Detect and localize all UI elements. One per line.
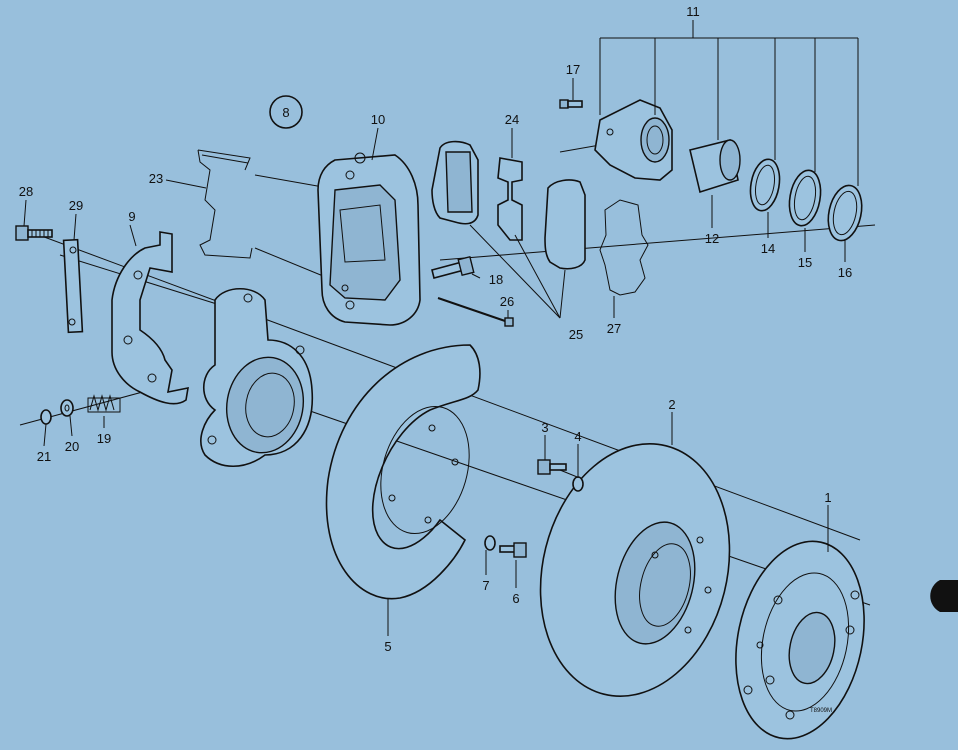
callout-6: 6 bbox=[512, 591, 519, 606]
shim-part-24 bbox=[497, 157, 523, 241]
callout-15: 15 bbox=[798, 255, 812, 270]
page-edge-tab bbox=[930, 580, 958, 612]
caliper-bracket-part-9 bbox=[111, 231, 189, 405]
dust-cover-part-16 bbox=[827, 184, 863, 242]
callout-7: 7 bbox=[482, 578, 489, 593]
callout-labels: 1 2 3 4 5 6 7 9 10 11 12 14 15 16 17 18 … bbox=[19, 4, 852, 654]
callout-27: 27 bbox=[607, 321, 621, 336]
leader-lines bbox=[23, 78, 846, 636]
ring-part-15 bbox=[788, 169, 822, 227]
callout-11-bracket bbox=[599, 20, 859, 186]
callout-23: 23 bbox=[149, 171, 163, 186]
spring-part-19 bbox=[87, 394, 121, 413]
artist-mark: T8909M bbox=[810, 708, 832, 714]
callout-19: 19 bbox=[97, 431, 111, 446]
bolt-part-3 bbox=[537, 459, 567, 475]
seal-part-14 bbox=[749, 158, 781, 212]
callout-24: 24 bbox=[505, 112, 519, 127]
anti-rattle-spring-part-23 bbox=[197, 149, 253, 259]
callout-16: 16 bbox=[838, 265, 852, 280]
callout-14: 14 bbox=[761, 241, 775, 256]
brake-disc-part-2 bbox=[539, 443, 731, 697]
callout-29: 29 bbox=[69, 198, 83, 213]
callout-21: 21 bbox=[37, 449, 51, 464]
washer-part-4 bbox=[572, 476, 584, 492]
shim-part-27 bbox=[599, 199, 649, 296]
figure-number-badge: 8 bbox=[269, 95, 303, 129]
callout-9: 9 bbox=[128, 209, 135, 224]
callout-28: 28 bbox=[19, 184, 33, 199]
clip-part-21 bbox=[40, 409, 52, 425]
callout-25: 25 bbox=[569, 327, 583, 342]
dust-shield-part-5 bbox=[325, 344, 481, 600]
figure-number: 8 bbox=[282, 105, 289, 120]
callout-12: 12 bbox=[705, 231, 719, 246]
bolt-part-6 bbox=[499, 542, 527, 558]
bolt-part-18 bbox=[431, 255, 475, 279]
callout-1: 1 bbox=[824, 490, 831, 505]
washer-part-7 bbox=[484, 535, 496, 551]
callout-11: 11 bbox=[686, 4, 700, 19]
steering-knuckle bbox=[200, 288, 314, 467]
washer-part-20 bbox=[60, 399, 74, 417]
callout-17: 17 bbox=[566, 62, 580, 77]
bolt-part-28 bbox=[15, 225, 53, 241]
callout-26: 26 bbox=[500, 294, 514, 309]
lock-plate-part-29 bbox=[62, 238, 84, 334]
piston-part-12 bbox=[689, 139, 741, 194]
cylinder-housing-part-11 bbox=[594, 99, 673, 181]
caliper-part-10 bbox=[317, 152, 421, 326]
bleed-screw-part-17 bbox=[559, 99, 583, 109]
brake-pad-inner bbox=[544, 179, 586, 270]
callout-4: 4 bbox=[574, 429, 581, 444]
callout-2: 2 bbox=[668, 397, 675, 412]
hub-flange-part-1 bbox=[735, 540, 865, 740]
callout-18: 18 bbox=[489, 272, 503, 287]
pin-part-26 bbox=[437, 297, 514, 327]
callout-3: 3 bbox=[541, 420, 548, 435]
brake-pad-outer bbox=[431, 140, 479, 225]
callout-20: 20 bbox=[65, 439, 79, 454]
callout-5: 5 bbox=[384, 639, 391, 654]
callout-10: 10 bbox=[371, 112, 385, 127]
